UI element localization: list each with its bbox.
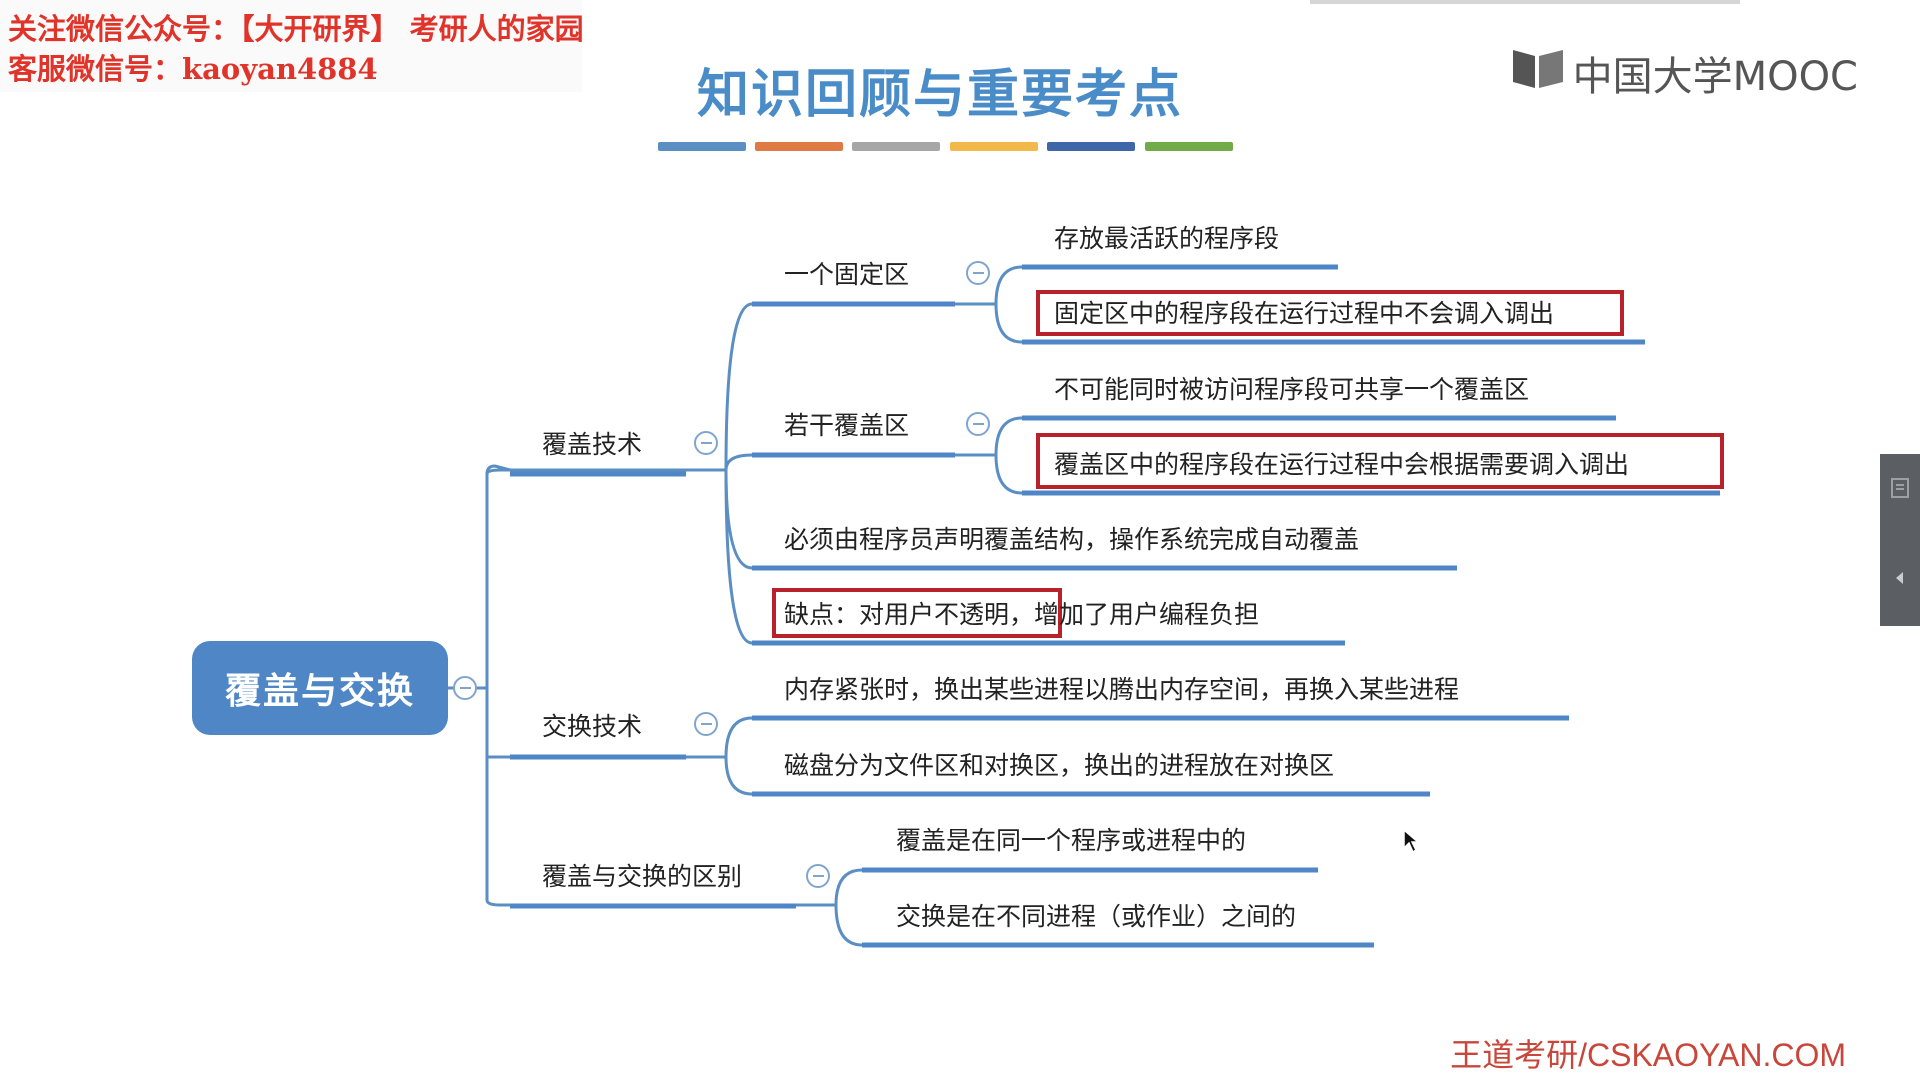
watermark-line-1: 关注微信公众号：【大开研界】 考研人的家园 — [8, 12, 584, 46]
title-stripe-2 — [755, 142, 843, 151]
side-collapse-button[interactable] — [1880, 560, 1920, 600]
title-stripe-5 — [1047, 142, 1135, 151]
leaf-diff-2: 交换是在不同进程（或作业）之间的 — [896, 902, 1297, 931]
branch-overlay-technique[interactable]: 覆盖技术 — [542, 430, 643, 459]
mooc-logo-text: 中国大学MOOC — [1572, 54, 1858, 100]
collapse-difference-icon[interactable] — [806, 864, 830, 888]
note-icon — [1889, 477, 1911, 503]
leaf-swap-2: 磁盘分为文件区和对换区，换出的进程放在对换区 — [784, 751, 1335, 780]
mindmap-root-node[interactable]: 覆盖与交换 — [192, 641, 448, 735]
leaf-fixed-1: 存放最活跃的程序段 — [1054, 224, 1280, 253]
leaf-diff-1: 覆盖是在同一个程序或进程中的 — [896, 826, 1247, 855]
leaf-overlay-2: 覆盖区中的程序段在运行过程中会根据需要调入调出 — [1054, 450, 1630, 479]
mooc-book-icon — [1511, 46, 1565, 100]
collapse-overlay-areas-icon[interactable] — [966, 412, 990, 436]
chevron-left-icon — [1893, 570, 1907, 590]
collapse-swap-icon[interactable] — [694, 712, 718, 736]
branch-swap-technique[interactable]: 交换技术 — [542, 712, 643, 741]
title-stripe-4 — [950, 142, 1038, 151]
highlight-box-overlay — [1036, 433, 1724, 489]
collapse-overlay-icon[interactable] — [694, 431, 718, 455]
branch-difference[interactable]: 覆盖与交换的区别 — [542, 862, 743, 891]
title-stripe-6 — [1145, 142, 1233, 151]
slide-title: 知识回顾与重要考点 — [696, 65, 1183, 125]
highlight-box-drawback — [772, 588, 1062, 638]
footer-brand: 王道考研/CSKAOYAN.COM — [1450, 1037, 1846, 1073]
watermark-background — [0, 0, 582, 92]
side-note-button[interactable] — [1880, 470, 1920, 510]
mooc-logo: 中国大学MOOC — [1511, 44, 1858, 102]
node-overlay-areas[interactable]: 若干覆盖区 — [784, 411, 910, 440]
node-fixed-area[interactable]: 一个固定区 — [784, 260, 910, 289]
mouse-pointer-icon — [1402, 828, 1421, 858]
node-drawback: 缺点：对用户不透明，增加了用户编程负担 — [784, 598, 1259, 632]
leaf-swap-1: 内存紧张时，换出某些进程以腾出内存空间，再换入某些进程 — [784, 675, 1460, 704]
drawback-highlight-text: 缺点：对用户不透明， — [784, 600, 1035, 629]
node-programmer-declare: 必须由程序员声明覆盖结构，操作系统完成自动覆盖 — [784, 525, 1360, 554]
title-stripe-3 — [852, 142, 940, 151]
highlight-box-fixed — [1036, 290, 1624, 336]
drawback-rest-text: 增加了用户编程负担 — [1034, 600, 1260, 629]
leaf-overlay-1: 不可能同时被访问程序段可共享一个覆盖区 — [1054, 375, 1530, 404]
leaf-fixed-2: 固定区中的程序段在运行过程中不会调入调出 — [1054, 299, 1555, 328]
side-panel — [1880, 454, 1920, 626]
collapse-root-icon[interactable] — [453, 676, 477, 700]
title-stripe-1 — [658, 142, 746, 151]
top-scroll-indicator — [1310, 0, 1740, 4]
collapse-fixed-area-icon[interactable] — [966, 261, 990, 285]
watermark-line-2: 客服微信号：kaoyan4884 — [8, 52, 378, 86]
